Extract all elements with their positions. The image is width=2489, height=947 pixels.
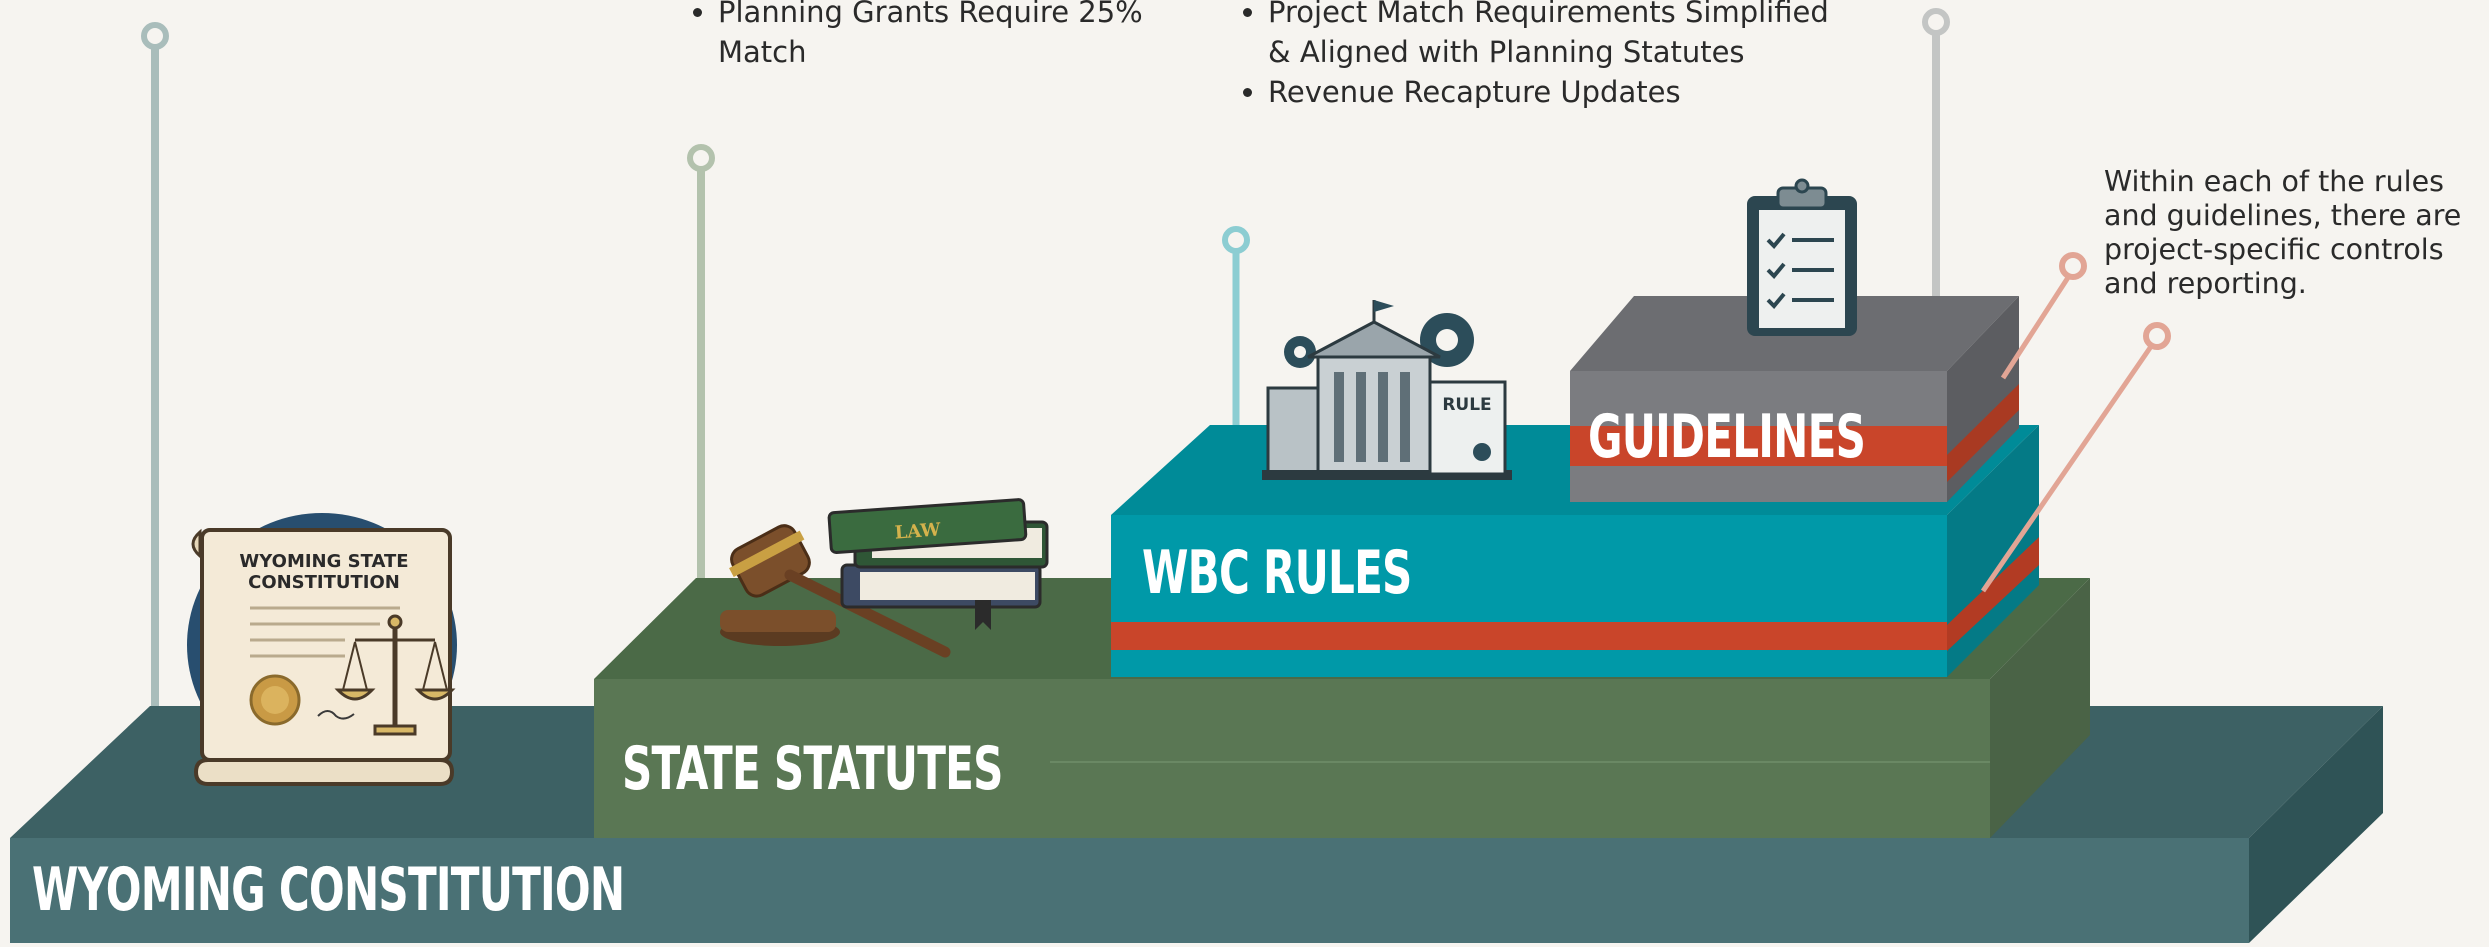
layer-title-rules: WBC RULES bbox=[1142, 538, 1412, 608]
scroll-title-line1: WYOMING STATE bbox=[239, 551, 408, 572]
scroll-title-line2: CONSTITUTION bbox=[248, 572, 400, 593]
rules-bullet: Revenue Recapture Updates bbox=[1268, 72, 1830, 112]
constitution-scroll-illustration: WYOMING STATE CONSTITUTION bbox=[187, 513, 457, 786]
pin-side-note-1 bbox=[2000, 252, 2087, 380]
clipboard-checklist-icon bbox=[1747, 178, 1857, 336]
rule-document-label: RULE bbox=[1442, 395, 1491, 415]
scales-of-justice-icon bbox=[334, 614, 456, 736]
gavel-and-law-books-illustration: LAW bbox=[720, 498, 1049, 658]
rules-bullet-list: Project Match Requirements Simplified & … bbox=[1230, 0, 1830, 112]
pin-statutes bbox=[687, 144, 715, 628]
statutes-bullet: Planning Grants Require 25% Match bbox=[718, 0, 1180, 72]
law-books-icon: LAW bbox=[827, 498, 1049, 630]
rules-note: Project Match Requirements Simplified & … bbox=[1230, 0, 1830, 112]
pin-guidelines bbox=[1922, 8, 1950, 330]
layer-title-guidelines: GUIDELINES bbox=[1588, 402, 1866, 472]
pin-side-note-2 bbox=[1980, 322, 2171, 593]
rules-bullet: Project Match Requirements Simplified & … bbox=[1268, 0, 1830, 72]
pin-constitution bbox=[141, 22, 169, 770]
layer-title-statutes: STATE STATUTES bbox=[622, 734, 1003, 804]
layer-title-constitution: WYOMING CONSTITUTION bbox=[32, 855, 625, 925]
statutes-note: Planning Grants Require 25% Match bbox=[680, 0, 1180, 72]
statutes-bullet-list: Planning Grants Require 25% Match bbox=[680, 0, 1180, 72]
layer-guidelines bbox=[1570, 296, 2019, 502]
government-building-illustration: RULE bbox=[1262, 300, 1512, 480]
law-book-label: LAW bbox=[894, 519, 942, 543]
guidelines-side-note: Within each of the rules and guidelines,… bbox=[2104, 165, 2462, 300]
